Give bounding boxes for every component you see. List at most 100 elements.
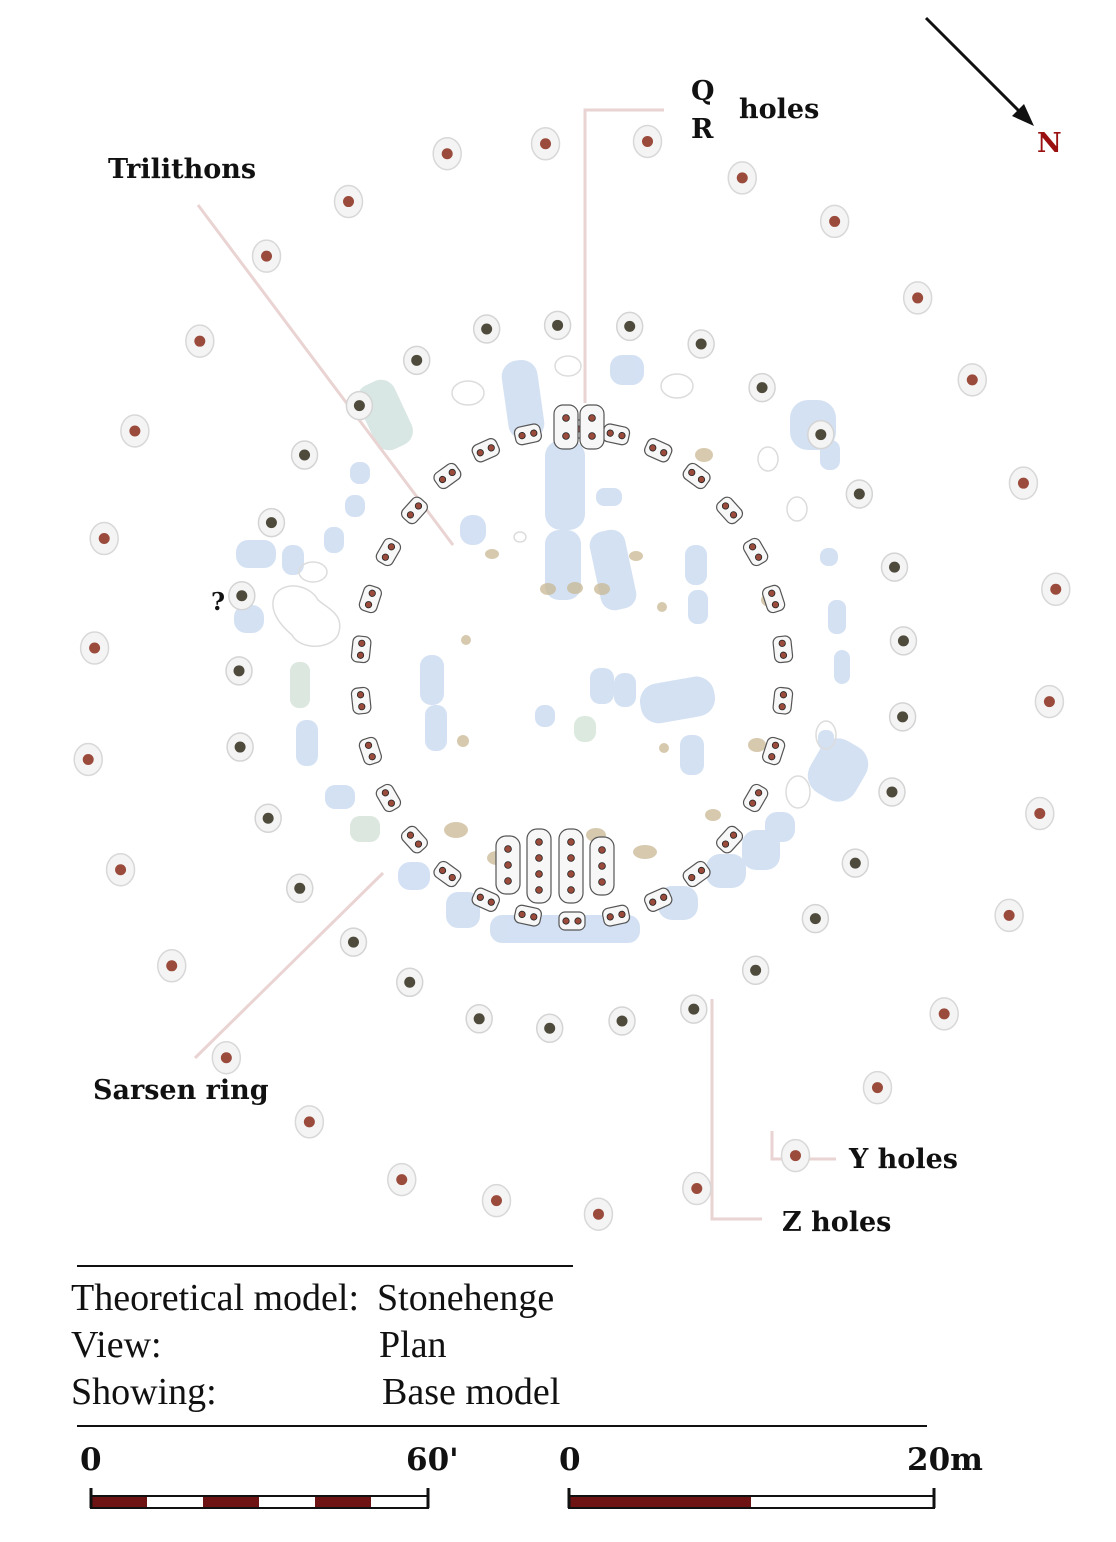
sarsen-stone — [358, 736, 382, 766]
holes-label: holes — [739, 94, 820, 125]
sarsen-stone — [400, 825, 428, 854]
z-hole — [290, 440, 319, 470]
sarsen-stone — [558, 911, 586, 931]
z-hole — [845, 479, 874, 509]
y-hole — [929, 997, 959, 1031]
z-holes-ring — [225, 310, 918, 1043]
z-hole — [748, 372, 776, 403]
y-hole — [1025, 796, 1055, 831]
z-hole — [880, 552, 909, 582]
sarsen-stone — [602, 423, 631, 446]
sarsen-stone — [762, 584, 786, 614]
sarsen-stone — [762, 736, 786, 766]
north-arrow-icon — [924, 16, 1034, 126]
y-hole — [156, 949, 187, 983]
trilithon-stone — [495, 835, 521, 895]
sarsen-ring-label: Sarsen ring — [93, 1075, 269, 1106]
outline-traces — [272, 355, 837, 809]
y-holes-label: Y holes — [849, 1144, 958, 1175]
y-hole — [185, 324, 215, 358]
y-hole — [1008, 466, 1039, 500]
z-hole — [801, 903, 830, 934]
y-hole — [862, 1070, 893, 1105]
north-label: N — [1037, 128, 1062, 159]
sarsen-stone — [350, 686, 372, 715]
sarsen-stone — [375, 537, 402, 567]
metric-scale-start: 0 — [559, 1442, 581, 1478]
y-hole — [387, 1162, 417, 1197]
sarsen-stone — [602, 904, 631, 927]
trilithon-stone — [579, 404, 605, 450]
y-hole — [89, 521, 119, 556]
info-value-view: Plan — [379, 1324, 447, 1366]
z-hole — [687, 329, 715, 359]
z-hole — [807, 419, 835, 450]
y-hole — [530, 127, 561, 161]
info-key-model: Theoretical model: — [71, 1277, 360, 1319]
z-hole — [395, 967, 424, 998]
imperial-scale-start: 0 — [80, 1442, 102, 1478]
z-hole — [226, 732, 254, 762]
z-hole — [680, 994, 708, 1024]
z-hole — [254, 803, 282, 833]
y-hole — [632, 124, 663, 159]
sarsen-stone — [375, 783, 402, 813]
z-hole — [535, 1013, 564, 1043]
leader-lines — [193, 108, 836, 1221]
y-hole — [994, 898, 1024, 933]
y-hole — [73, 742, 103, 777]
y-hole — [120, 414, 150, 448]
z-holes-label: Z holes — [782, 1207, 892, 1238]
sarsen-stone — [350, 635, 372, 664]
y-hole — [819, 204, 850, 239]
sarsen-stone — [471, 887, 500, 912]
sarsen-stone — [772, 635, 794, 664]
z-hole — [285, 873, 314, 904]
y-hole — [727, 161, 757, 195]
sarsen-stone — [400, 496, 428, 525]
sarsen-stone — [644, 438, 673, 463]
info-value-model: Stonehenge — [377, 1277, 555, 1319]
y-hole — [780, 1138, 811, 1173]
y-hole — [211, 1040, 242, 1075]
z-hole — [465, 1004, 493, 1034]
trilithon-stone — [553, 404, 579, 450]
z-hole — [608, 1006, 636, 1036]
sarsen-stone — [772, 686, 794, 715]
sarsen-stone — [433, 860, 462, 888]
info-bottom-rule — [77, 1425, 927, 1427]
info-key-view: View: — [71, 1324, 162, 1366]
z-hole — [228, 581, 256, 611]
info-key-showing: Showing: — [71, 1371, 217, 1413]
y-hole — [251, 239, 282, 273]
sarsen-stone — [358, 584, 382, 614]
z-hole — [543, 310, 572, 341]
sarsen-stone — [471, 438, 500, 463]
sarsen-stone — [513, 904, 542, 927]
z-hole — [888, 702, 917, 732]
z-hole — [841, 848, 870, 878]
sarsen-stone — [644, 887, 673, 912]
z-hole — [472, 314, 501, 344]
y-hole — [79, 631, 110, 665]
question-mark-label: ? — [211, 587, 226, 616]
y-hole — [682, 1171, 712, 1206]
y-hole — [1041, 572, 1071, 607]
z-hole — [345, 390, 374, 421]
info-value-showing: Base model — [382, 1371, 561, 1413]
z-hole — [339, 927, 368, 957]
trilithon-stone — [558, 828, 584, 904]
metric-scale-bar — [567, 1488, 936, 1509]
y-hole — [105, 852, 136, 887]
metric-scale-end: 20m — [907, 1442, 983, 1478]
z-hole — [615, 311, 644, 342]
sarsen-stone — [682, 860, 711, 888]
y-hole — [333, 184, 364, 219]
imperial-scale-bar — [89, 1488, 430, 1509]
info-top-rule — [77, 1265, 573, 1267]
y-holes-ring — [73, 124, 1071, 1231]
y-hole — [957, 363, 988, 397]
sarsen-stone — [682, 462, 711, 490]
y-hole — [481, 1183, 512, 1218]
trilithon-stones — [495, 404, 615, 904]
